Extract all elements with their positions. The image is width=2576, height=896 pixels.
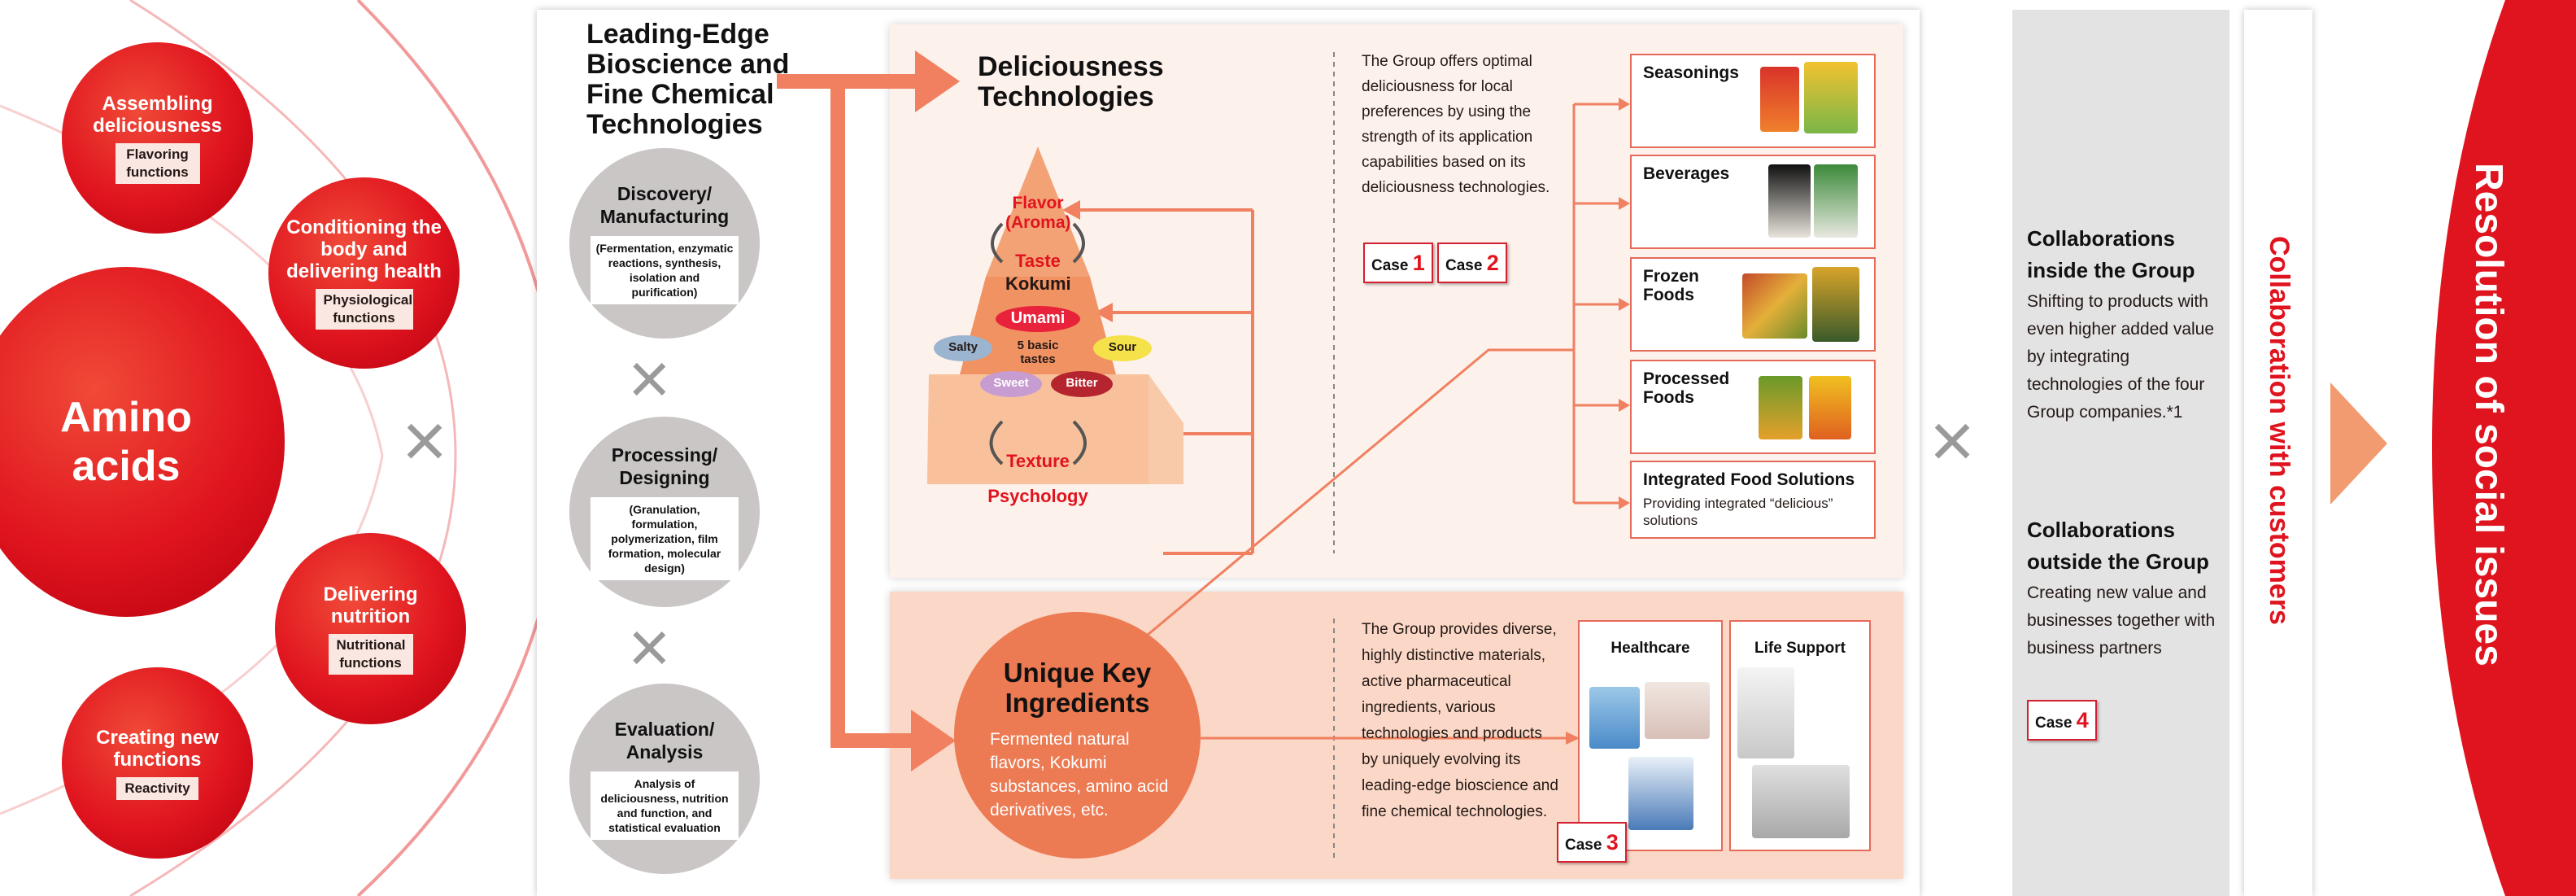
tech-circle-desc: Analysis of deliciousness, nutrition and… (591, 771, 739, 840)
pyramid-basic: 5 basic tastes (1017, 339, 1059, 366)
function-circle-nutritional: Delivering nutrition Nutritional functio… (275, 533, 466, 724)
case-number: 1 (1412, 251, 1425, 275)
deliciousness-heading: Deliciousness Technologies (978, 51, 1164, 112)
product-image (1742, 273, 1807, 339)
product-name: Beverages (1643, 164, 1730, 183)
tech-circle-title: Evaluation/ Analysis (614, 719, 715, 763)
product-image (1752, 765, 1850, 838)
ingredients-heading: Unique Key Ingredients (1003, 658, 1152, 718)
tech-circle-title: Discovery/ Manufacturing (599, 183, 730, 227)
product-frozen-foods[interactable]: Frozen Foods (1630, 257, 1876, 352)
customers-label: Collaboration with customers (2264, 236, 2295, 625)
box-life-support[interactable]: Life Support (1729, 620, 1871, 851)
function-circle-flavoring: Assembling deliciousness Flavoring funct… (62, 42, 253, 234)
pyramid-psychology: Psychology (987, 486, 1088, 506)
function-title: Creating new functions (96, 726, 219, 771)
product-image (1768, 164, 1811, 238)
product-image (1645, 682, 1710, 739)
multiply-icon: × (628, 339, 671, 420)
ingredients-text: The Group provides diverse, highly disti… (1362, 621, 1558, 820)
function-circle-reactivity: Creating new functions Reactivity (62, 667, 253, 859)
product-seasonings[interactable]: Seasonings (1630, 54, 1876, 148)
case-number: 2 (1486, 251, 1499, 275)
product-subtitle: Providing integrated “delicious” solutio… (1643, 496, 1833, 528)
pyramid-flavor: Flavor (Aroma) (1005, 194, 1071, 232)
customers-column (2244, 10, 2312, 896)
function-title: Assembling deliciousness (93, 92, 222, 137)
deliciousness-text: The Group offers optimal deliciousness f… (1362, 53, 1550, 196)
product-image (1737, 667, 1794, 758)
collab-inside-title: Collaborations inside the Group (2027, 226, 2195, 282)
multiply-icon: × (402, 397, 448, 484)
tech-circle-title: Processing/ Designing (611, 444, 718, 488)
multiply-icon: × (628, 607, 671, 688)
pyramid-texture: Texture (1006, 451, 1070, 471)
tech-circle-discovery: Discovery/ Manufacturing (Fermentation, … (569, 148, 760, 339)
product-image (1812, 267, 1859, 342)
case-label: Case (2035, 715, 2073, 732)
product-image (1760, 67, 1799, 132)
product-image (1628, 757, 1693, 830)
tech-circle-desc: (Fermentation, enzymatic reactions, synt… (591, 236, 739, 304)
tech-circle-processing: Processing/ Designing (Granulation, form… (569, 417, 760, 607)
case-label: Case (1371, 257, 1409, 274)
function-title: Conditioning the body and delivering hea… (286, 216, 442, 282)
case-1-badge[interactable]: Case 1 (1363, 243, 1433, 283)
amino-acids-circle: Amino acids (0, 267, 285, 617)
pyramid-kokumi: Kokumi (1005, 273, 1071, 294)
collab-outside-text: Creating new value and businesses togeth… (2027, 583, 2216, 658)
case-label: Case (1565, 837, 1602, 854)
product-name: Seasonings (1643, 63, 1739, 82)
product-integrated-food-solutions[interactable]: Integrated Food Solutions Providing inte… (1630, 461, 1876, 539)
product-beverages[interactable]: Beverages (1630, 155, 1876, 249)
function-label: Physiological functions (315, 289, 413, 330)
case-label: Case (1445, 257, 1483, 274)
function-circle-physiological: Conditioning the body and delivering hea… (268, 177, 460, 369)
case-number: 4 (2076, 708, 2089, 732)
collab-outside-title: Collaborations outside the Group (2027, 518, 2209, 574)
multiply-icon: × (1929, 397, 1976, 484)
product-image (1759, 376, 1802, 439)
box-healthcare[interactable]: Healthcare (1578, 620, 1723, 851)
product-name: Integrated Food Solutions (1643, 470, 1855, 489)
tech-circle-evaluation: Evaluation/ Analysis Analysis of delicio… (569, 684, 760, 874)
box-label: Healthcare (1611, 640, 1690, 657)
collab-inside-text: Shifting to products with even higher ad… (2027, 292, 2215, 422)
tech-heading: Leading-Edge Bioscience and Fine Chemica… (586, 19, 790, 140)
case-4-badge[interactable]: Case 4 (2027, 700, 2097, 741)
product-image (1814, 164, 1858, 238)
pyramid-umami: Umami (1010, 309, 1066, 327)
ingredients-circle: Unique Key Ingredients Fermented natural… (954, 612, 1201, 859)
tech-circle-desc: (Granulation, formulation, polymerizatio… (591, 497, 739, 580)
ingredients-desc: Fermented natural flavors, Kokumi substa… (990, 730, 1169, 820)
product-image (1809, 376, 1851, 439)
product-name: Frozen Foods (1643, 267, 1699, 304)
case-3-badge[interactable]: Case 3 (1557, 822, 1627, 863)
product-processed-foods[interactable]: Processed Foods (1630, 360, 1876, 454)
pyramid-salty: Salty (948, 340, 978, 354)
case-number: 3 (1606, 830, 1619, 854)
amino-acids-label: Amino acids (60, 394, 192, 490)
pyramid-bitter: Bitter (1066, 376, 1098, 390)
product-name: Processed Foods (1643, 369, 1730, 407)
product-image (1589, 687, 1640, 749)
box-label: Life Support (1754, 640, 1846, 657)
case-2-badge[interactable]: Case 2 (1437, 243, 1507, 283)
function-title: Delivering nutrition (323, 583, 418, 627)
social-issues-label: Resolution of social issues (2467, 163, 2510, 667)
pyramid-sour: Sour (1108, 340, 1137, 354)
product-image (1804, 62, 1858, 133)
function-label: Flavoring functions (115, 142, 200, 184)
function-label: Reactivity (116, 776, 198, 800)
collaboration-column (2012, 10, 2229, 896)
pyramid-taste: Taste (1015, 251, 1061, 271)
function-label: Nutritional functions (328, 633, 413, 675)
pyramid-sweet: Sweet (993, 376, 1029, 390)
